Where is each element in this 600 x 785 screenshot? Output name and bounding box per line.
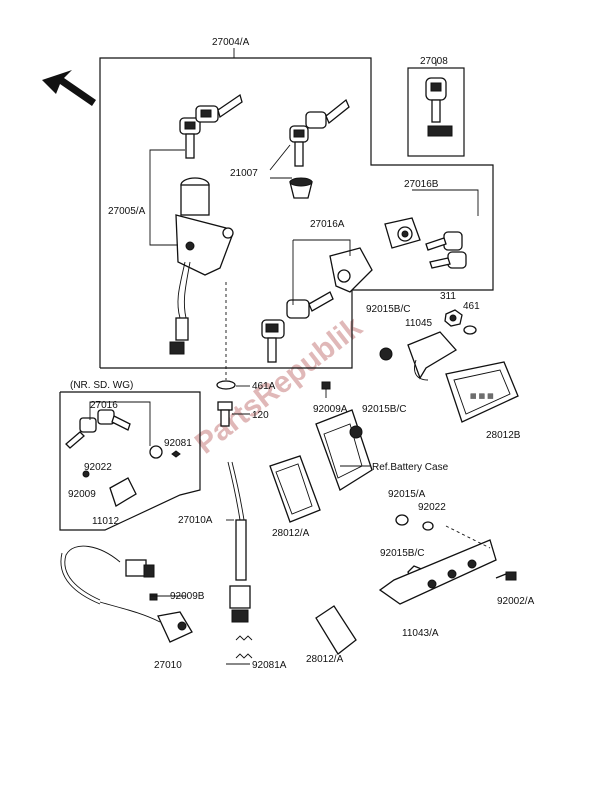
reflector-icon xyxy=(269,455,321,523)
label-92081A: 92081A xyxy=(252,660,287,671)
label-27016B: 27016B xyxy=(404,179,439,190)
label-27016: 27016 xyxy=(90,400,118,411)
nr-sd-wg-frame xyxy=(59,391,201,531)
label-92081: 92081 xyxy=(164,438,192,449)
ignition-switch-icon xyxy=(169,93,243,355)
seat-lock-icon xyxy=(289,98,350,199)
bracket-icon xyxy=(378,514,517,605)
label-11012: 11012 xyxy=(92,516,120,527)
front-direction-arrow-icon xyxy=(42,70,96,106)
part-labels: 27004/A 27008 27005/A 21007 27016B 27016… xyxy=(68,37,535,671)
reflector-icon xyxy=(315,605,357,655)
label-92002A: 92002/A xyxy=(497,596,535,607)
label-92009A: 92009A xyxy=(313,404,348,415)
label-92022-1: 92022 xyxy=(84,462,112,473)
label-ref-battery-case: Ref.Battery Case xyxy=(372,462,449,473)
label-21007: 21007 xyxy=(230,168,258,179)
label-92015BC-3: 92015B/C xyxy=(380,548,424,559)
label-92009B: 92009B xyxy=(170,591,205,602)
switch-wire-icon xyxy=(227,461,253,659)
washer-icon xyxy=(216,380,236,390)
label-27004A: 27004/A xyxy=(212,37,250,48)
label-27010A: 27010A xyxy=(178,515,213,526)
label-461: 461 xyxy=(463,301,480,312)
helmet-lock-icon xyxy=(261,239,373,363)
svg-text:▦ ▦ ▦: ▦ ▦ ▦ xyxy=(470,393,494,400)
label-28012B: 28012B xyxy=(486,430,521,441)
label-311: 311 xyxy=(440,291,456,302)
ignition-key-icon xyxy=(425,77,453,137)
reflector-icon: ▦ ▦ ▦ xyxy=(445,361,519,423)
label-28012A-1: 28012/A xyxy=(272,528,310,539)
label-27010: 27010 xyxy=(154,660,182,671)
screw-icon xyxy=(321,381,331,398)
label-92022-2: 92022 xyxy=(418,502,446,513)
label-92009: 92009 xyxy=(68,489,96,500)
label-11043A: 11043/A xyxy=(402,628,439,639)
label-92015BC-2: 92015B/C xyxy=(362,404,406,415)
wire-harness-icon xyxy=(60,545,193,643)
label-92015BC-1: 92015B/C xyxy=(366,304,410,315)
label-28012A-2: 28012/A xyxy=(306,654,344,665)
label-nr-sd-wg: (NR. SD. WG) xyxy=(70,380,133,391)
nut-icon xyxy=(444,309,477,335)
battery-case-icon xyxy=(315,409,373,491)
leader-lines xyxy=(149,48,437,665)
bolt-icon xyxy=(217,401,233,427)
main-group-frame xyxy=(99,57,494,369)
label-27008: 27008 xyxy=(420,56,448,67)
label-92015A: 92015/A xyxy=(388,489,426,500)
key-tag-box xyxy=(407,67,465,157)
label-27016A: 27016A xyxy=(310,219,345,230)
label-27005A: 27005/A xyxy=(108,206,146,217)
lock-set-small-icon xyxy=(65,401,181,507)
label-461A: 461A xyxy=(252,381,276,392)
label-11045: 11045 xyxy=(405,318,433,329)
reflector-bracket-icon xyxy=(379,331,458,381)
lock-set-icon xyxy=(384,189,479,269)
label-120: 120 xyxy=(252,410,269,421)
